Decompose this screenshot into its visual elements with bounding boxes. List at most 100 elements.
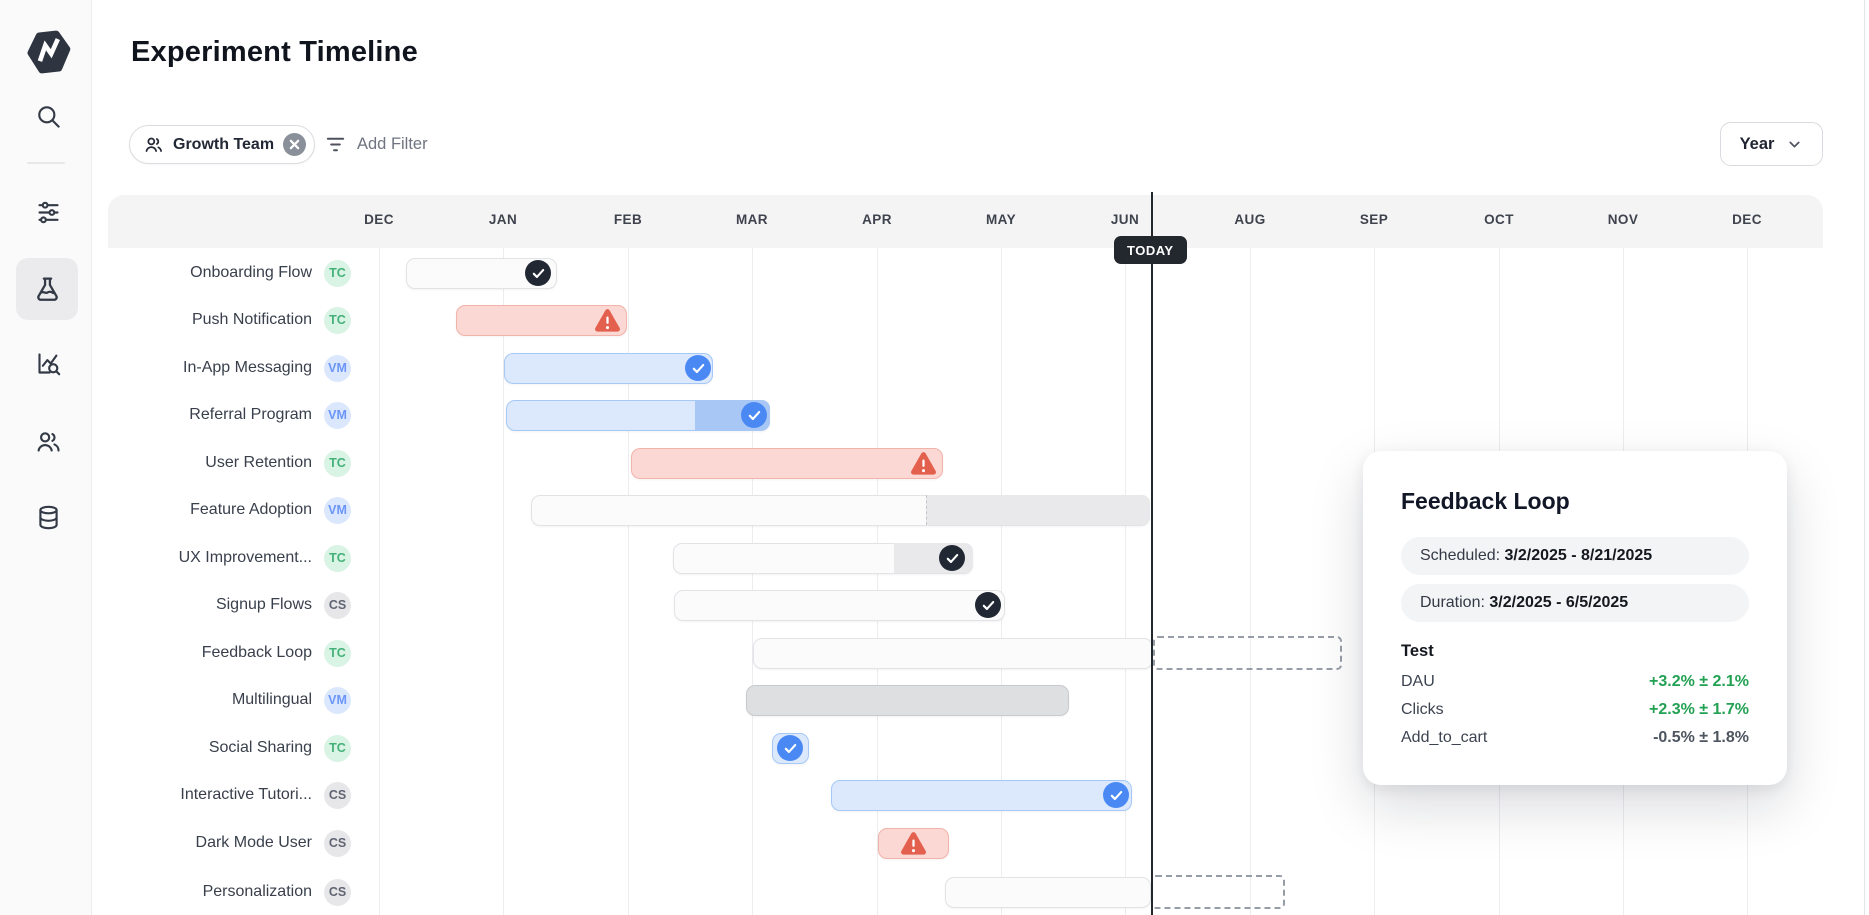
check-icon: [741, 402, 767, 428]
view-range-value: Year: [1739, 134, 1775, 153]
flask-icon[interactable]: [16, 258, 78, 320]
metric-value: +2.3% ± 1.7%: [1649, 701, 1749, 718]
gantt-bar[interactable]: [831, 779, 1132, 811]
window-edge: [1864, 0, 1865, 915]
owner-badge: TC: [324, 306, 351, 334]
month-gridline: [752, 248, 753, 915]
gantt-bar[interactable]: [746, 684, 1069, 716]
database-icon[interactable]: [28, 497, 68, 537]
row-label: User Retention: [205, 454, 312, 471]
tooltip-scheduled-pill: Scheduled: 3/2/2025 - 8/21/2025: [1401, 537, 1749, 575]
search-icon[interactable]: [28, 96, 68, 136]
month-gridline: [503, 248, 504, 915]
month-label: JUN: [1110, 212, 1140, 227]
warning-icon: [909, 451, 938, 477]
check-icon: [777, 735, 803, 761]
gantt-bar[interactable]: [673, 542, 973, 574]
owner-badge: TC: [324, 734, 351, 762]
tooltip-duration-pill: Duration: 3/2/2025 - 6/5/2025: [1401, 584, 1749, 622]
month-header-band: [108, 195, 1823, 248]
owner-badge: VM: [324, 401, 351, 429]
month-label: FEB: [613, 212, 643, 227]
users-icon[interactable]: [28, 421, 68, 461]
owner-badge: VM: [324, 686, 351, 714]
sidebar-divider: [27, 162, 65, 164]
check-icon: [685, 355, 711, 381]
tooltip-title: Feedback Loop: [1401, 488, 1570, 514]
tooltip-section-label: Test: [1401, 642, 1434, 660]
row-label: Interactive Tutori...: [180, 786, 312, 803]
month-label: MAY: [986, 212, 1016, 227]
warning-icon: [593, 308, 622, 334]
owner-badge: TC: [324, 544, 351, 572]
metric-row: Add_to_cart -0.5% ± 1.8%: [1401, 729, 1749, 747]
tooltip-metrics: DAU+3.2% ± 2.1% Clicks +2.3% ± 1.7% Add_to_…: [1401, 673, 1749, 747]
owner-badge: VM: [324, 496, 351, 524]
month-gridline: [379, 248, 380, 915]
month-label: DEC: [364, 212, 394, 227]
gantt-bar[interactable]: [945, 876, 1151, 908]
metric-value: -0.5% ± 1.8%: [1653, 729, 1749, 746]
chevron-down-icon: [1789, 141, 1801, 147]
check-icon: [525, 260, 551, 286]
owner-badge: CS: [324, 591, 351, 619]
owner-badge: TC: [324, 449, 351, 477]
metric-value: +3.2% ± 2.1%: [1649, 673, 1749, 690]
row-label: UX Improvement...: [178, 549, 312, 566]
app-logo[interactable]: [26, 30, 72, 74]
warning-icon: [899, 831, 928, 857]
row-label: Multilingual: [231, 691, 312, 708]
owner-badge: VM: [324, 354, 351, 382]
view-range-select[interactable]: Year: [1720, 122, 1823, 166]
owner-badge: CS: [324, 829, 351, 857]
month-label: JAN: [488, 212, 518, 227]
month-gridline: [1250, 248, 1251, 915]
month-gridline: [628, 248, 629, 915]
month-gridline: [877, 248, 878, 915]
add-filter-label: Add Filter: [357, 135, 428, 153]
month-label: DEC: [1732, 212, 1762, 227]
metric-row: DAU+3.2% ± 2.1%: [1401, 673, 1749, 691]
check-icon: [975, 592, 1001, 618]
gantt-bar[interactable]: [531, 494, 1150, 526]
scheduled-extension: [1151, 875, 1285, 909]
gantt-bar[interactable]: [506, 399, 770, 431]
experiment-tooltip-card: Feedback Loop Scheduled: 3/2/2025 - 8/21…: [1363, 451, 1787, 785]
row-label: Feature Adoption: [190, 501, 312, 518]
row-label: Dark Mode User: [195, 834, 312, 851]
users-icon: [145, 137, 162, 152]
month-label: AUG: [1234, 212, 1266, 227]
row-label: Social Sharing: [208, 739, 312, 756]
duration-label: Duration:: [1420, 594, 1490, 611]
gantt-bar[interactable]: [504, 352, 713, 384]
month-label: SEP: [1359, 212, 1389, 227]
row-label: Push Notification: [191, 311, 312, 328]
scheduled-label: Scheduled:: [1420, 547, 1505, 564]
today-badge: TODAY: [1114, 236, 1187, 264]
row-label: Personalization: [202, 883, 312, 900]
bar-progress-segment: [925, 495, 1150, 525]
filter-chip-growth-team[interactable]: Growth Team: [129, 125, 316, 164]
page-title: Experiment Timeline: [131, 36, 418, 68]
sliders-icon[interactable]: [28, 192, 68, 232]
scheduled-extension: [1153, 636, 1342, 670]
metric-name: Add_to_cart: [1401, 729, 1488, 746]
filter-chip-label: Growth Team: [173, 135, 275, 153]
gantt-bar[interactable]: [631, 447, 943, 479]
filter-lines-icon: [326, 137, 345, 152]
check-icon: [939, 545, 965, 571]
month-label: OCT: [1484, 212, 1514, 227]
duration-value: 3/2/2025 - 6/5/2025: [1489, 594, 1629, 611]
add-filter-button[interactable]: Add Filter: [324, 125, 428, 164]
owner-badge: CS: [324, 878, 351, 906]
month-gridline: [1001, 248, 1002, 915]
check-icon: [1103, 782, 1129, 808]
gantt-bar[interactable]: [674, 589, 1005, 621]
close-icon[interactable]: [283, 133, 307, 156]
row-label: In-App Messaging: [183, 359, 312, 376]
owner-badge: TC: [324, 639, 351, 667]
row-label: Feedback Loop: [201, 644, 312, 661]
analytics-icon[interactable]: [28, 343, 68, 383]
gantt-bar[interactable]: [753, 637, 1153, 669]
metric-name: Clicks: [1401, 701, 1444, 718]
